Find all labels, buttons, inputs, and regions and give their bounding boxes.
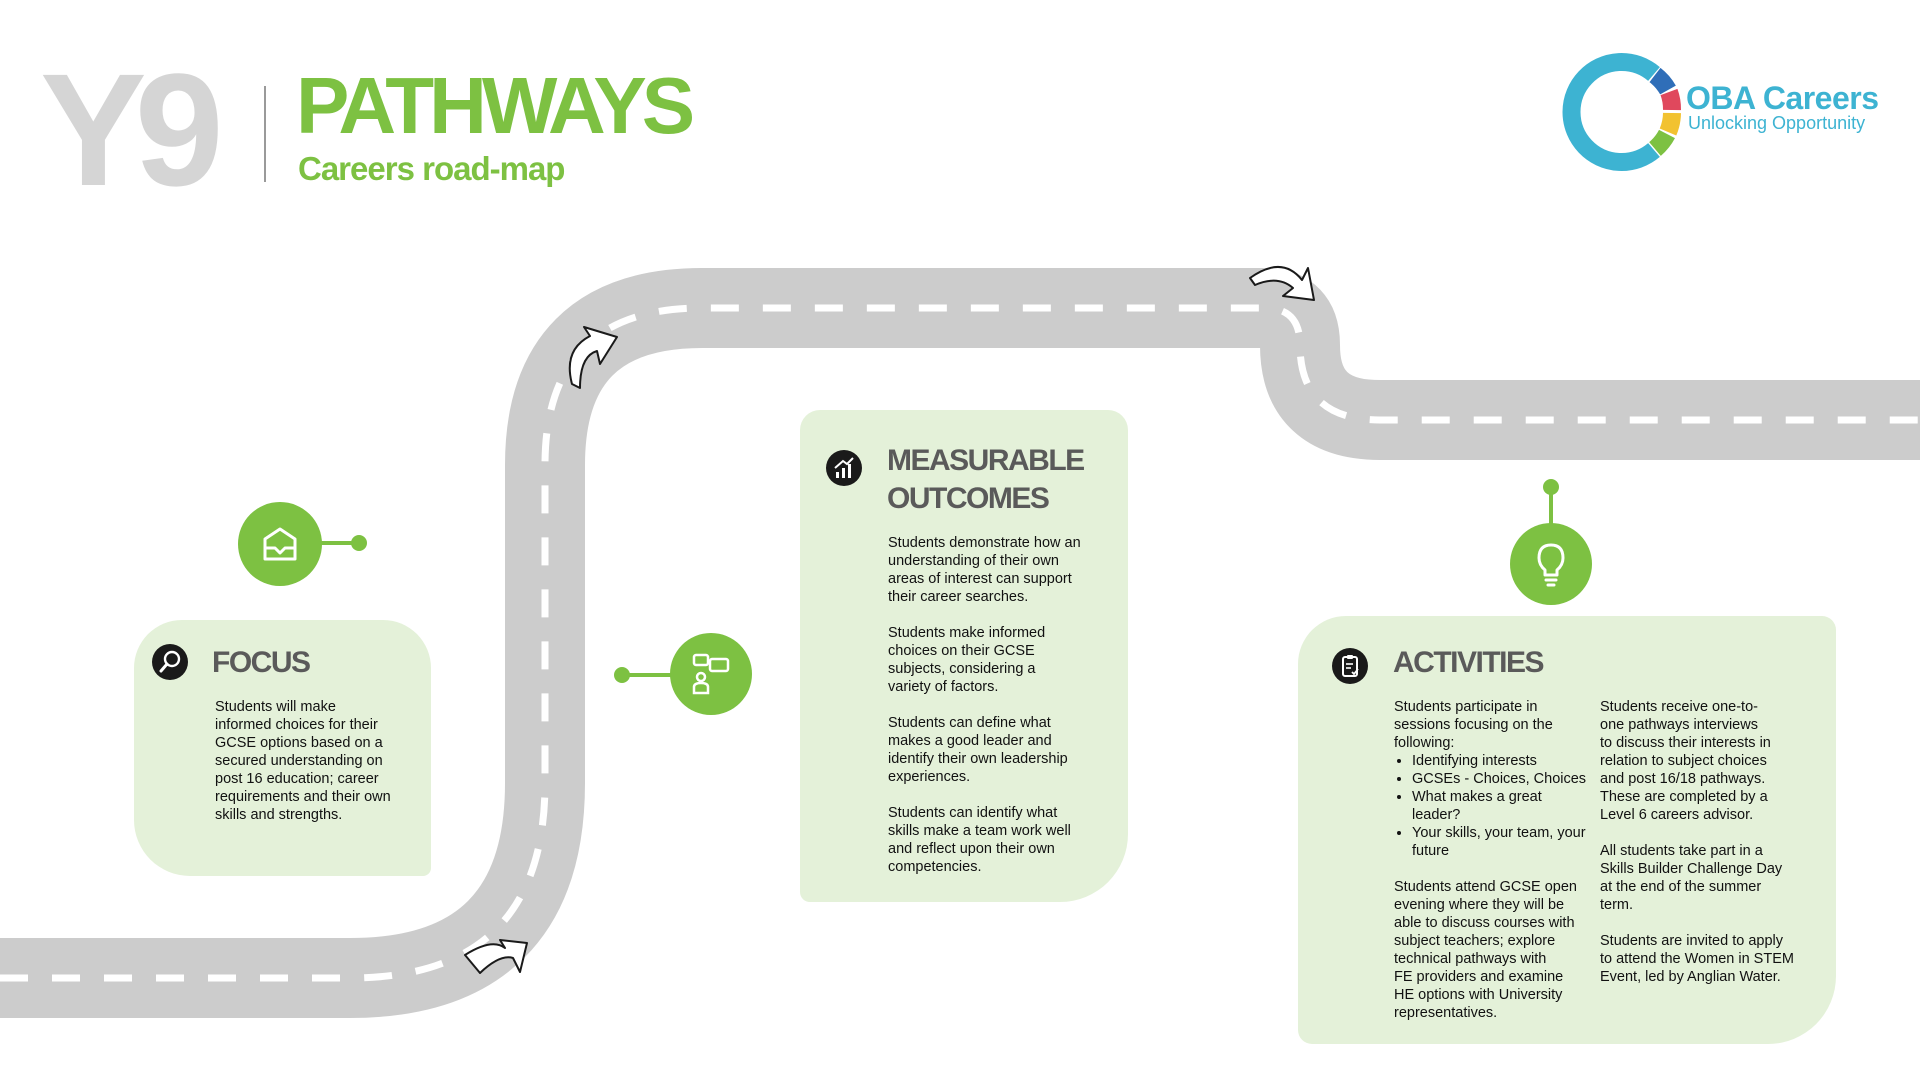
presentation-person-icon	[670, 633, 752, 715]
outcomes-card: MEASURABLE OUTCOMES Students demonstrate…	[800, 410, 1128, 902]
activities-connector	[1549, 490, 1553, 526]
focus-card: FOCUS Students will make informed choice…	[134, 620, 431, 876]
activities-title: ACTIVITIES	[1393, 646, 1545, 679]
list-item: What makes a great leader?	[1412, 788, 1552, 824]
activities-interviews: Students receive one-to- one pathways in…	[1600, 699, 1771, 823]
page-title: PATHWAYS	[296, 61, 695, 150]
activities-column-right: Students receive one-to- one pathways in…	[1600, 698, 1825, 986]
focus-text: Students will make informed choices for …	[215, 699, 391, 823]
growth-chart-icon	[826, 450, 862, 486]
outcomes-title-line1: MEASURABLE	[887, 444, 1085, 477]
outcomes-connector-dot	[614, 667, 630, 683]
magnifier-icon	[152, 644, 188, 680]
clipboard-check-icon	[1332, 648, 1368, 684]
turn-arrow-icon	[1249, 266, 1315, 301]
list-item: Identifying interests	[1412, 752, 1594, 770]
outcomes-title-line2: OUTCOMES	[887, 482, 1050, 515]
road-lane-markings	[0, 304, 1920, 982]
outcomes-paragraph-3: Students can define what makes a good le…	[888, 715, 1068, 785]
outcomes-paragraph-2: Students make informed choices on their …	[888, 625, 1046, 695]
activities-connector-dot	[1543, 479, 1559, 495]
header-divider	[264, 86, 266, 182]
focus-connector-dot	[351, 535, 367, 551]
logo-tagline: Unlocking Opportunity	[1688, 113, 1866, 133]
page-subtitle: Careers road-map	[298, 150, 565, 187]
activities-challenge-day: All students take part in a Skills Build…	[1600, 843, 1783, 913]
activities-women-in-stem: Students are invited to apply to attend …	[1600, 933, 1794, 985]
focus-connector	[320, 541, 356, 545]
outcomes-paragraph-4: Students can identify what skills make a…	[888, 805, 1071, 875]
activities-card: ACTIVITIES Students participate in sessi…	[1298, 616, 1836, 1044]
activities-list: Identifying interests GCSEs - Choices, C…	[1394, 752, 1594, 860]
outcomes-paragraph-1: Students demonstrate how an understandin…	[888, 535, 1081, 605]
list-item: GCSEs - Choices, Choices	[1412, 770, 1594, 788]
oba-careers-logo-icon	[1562, 53, 1681, 171]
outcomes-connector	[624, 673, 674, 677]
logo-brand-name: OBA Careers	[1686, 80, 1879, 116]
list-item: Your skills, your team, your future	[1412, 824, 1594, 860]
turn-arrow-icon	[568, 326, 618, 389]
focus-title: FOCUS	[212, 646, 311, 679]
year-label: Y9	[40, 40, 224, 219]
activities-column-left: Students participate in sessions focusin…	[1394, 698, 1594, 1022]
activities-open-evening: Students attend GCSE open evening where …	[1394, 879, 1577, 1021]
lightbulb-icon	[1510, 523, 1592, 605]
turn-arrow-icon	[464, 939, 528, 974]
envelope-icon	[238, 502, 322, 586]
activities-intro: Students participate in sessions focusin…	[1394, 699, 1553, 751]
